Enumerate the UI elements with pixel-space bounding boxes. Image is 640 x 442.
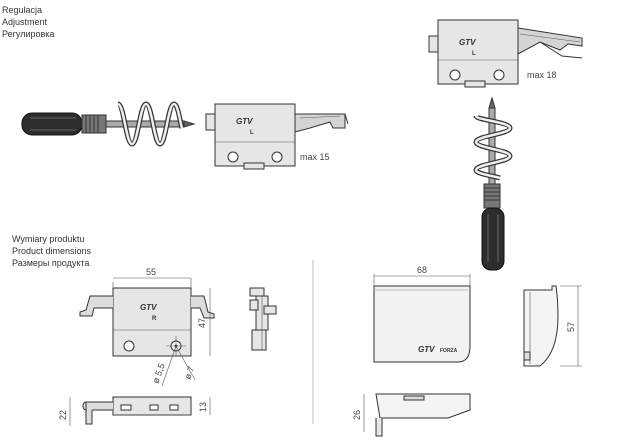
- dimension-13: 13: [198, 402, 208, 412]
- dimension-hole-7: ø 7: [182, 365, 196, 381]
- dimension-height-26: 26: [352, 394, 365, 432]
- max-18-label: max 18: [527, 70, 557, 80]
- dimensions-heading-en: Product dimensions: [12, 246, 92, 256]
- label-l-1: L: [250, 130, 254, 136]
- dimensions-heading-pl: Wymiary produktu: [12, 234, 85, 244]
- hinge-right-adjust: GTV L: [428, 19, 583, 88]
- hinge-side-view: [249, 287, 277, 351]
- dimensions-heading: Wymiary produktu Product dimensions Разм…: [12, 233, 91, 269]
- hinge-bottom-view: [82, 396, 192, 425]
- adjustment-heading-pl: Regulacja: [2, 5, 43, 15]
- dimensions-heading-ru: Размеры продукта: [12, 258, 90, 268]
- label-r: R: [152, 316, 157, 322]
- logo-gtv-3: GTV: [140, 303, 157, 312]
- dimension-22: 22: [58, 410, 68, 420]
- cover-side-view: [523, 285, 559, 367]
- dimension-height-13: 13: [198, 397, 211, 415]
- rotation-arrow-horizontal: [115, 101, 185, 147]
- dimension-26: 26: [352, 410, 362, 420]
- screwdriver-vertical: [481, 96, 505, 271]
- dimension-width-55: 55: [112, 267, 192, 288]
- adjustment-heading-ru: Регулировка: [2, 29, 55, 39]
- adjustment-heading: Regulacja Adjustment Регулировка: [2, 4, 54, 40]
- dimension-47: 47: [197, 318, 207, 328]
- hinge-front-view: GTV R: [79, 287, 215, 357]
- cover-bottom-view: [375, 393, 471, 437]
- adjustment-heading-en: Adjustment: [2, 17, 48, 27]
- dimension-68: 68: [417, 265, 427, 275]
- hinge-left-adjust: GTV L: [205, 103, 349, 170]
- logo-gtv-1: GTV: [236, 117, 253, 126]
- dimension-55: 55: [146, 267, 156, 277]
- dimension-width-68: 68: [373, 265, 471, 286]
- dimension-height-22: 22: [58, 397, 71, 426]
- screwdriver-horizontal: [21, 112, 196, 136]
- dimension-57: 57: [566, 322, 576, 332]
- cover-front-view: GTV FORZA: [373, 285, 471, 363]
- dimension-hole-55: ø 5,5: [150, 362, 166, 385]
- label-l-2: L: [472, 51, 476, 57]
- logo-gtv-4: GTV: [418, 345, 435, 354]
- logo-gtv-2: GTV: [459, 38, 476, 47]
- dimension-height-47: 47: [197, 288, 211, 356]
- rotation-arrow-vertical: [473, 113, 513, 181]
- logo-forza: FORZA: [440, 348, 458, 354]
- max-15-label: max 15: [300, 152, 330, 162]
- dimension-height-57: 57: [560, 285, 582, 367]
